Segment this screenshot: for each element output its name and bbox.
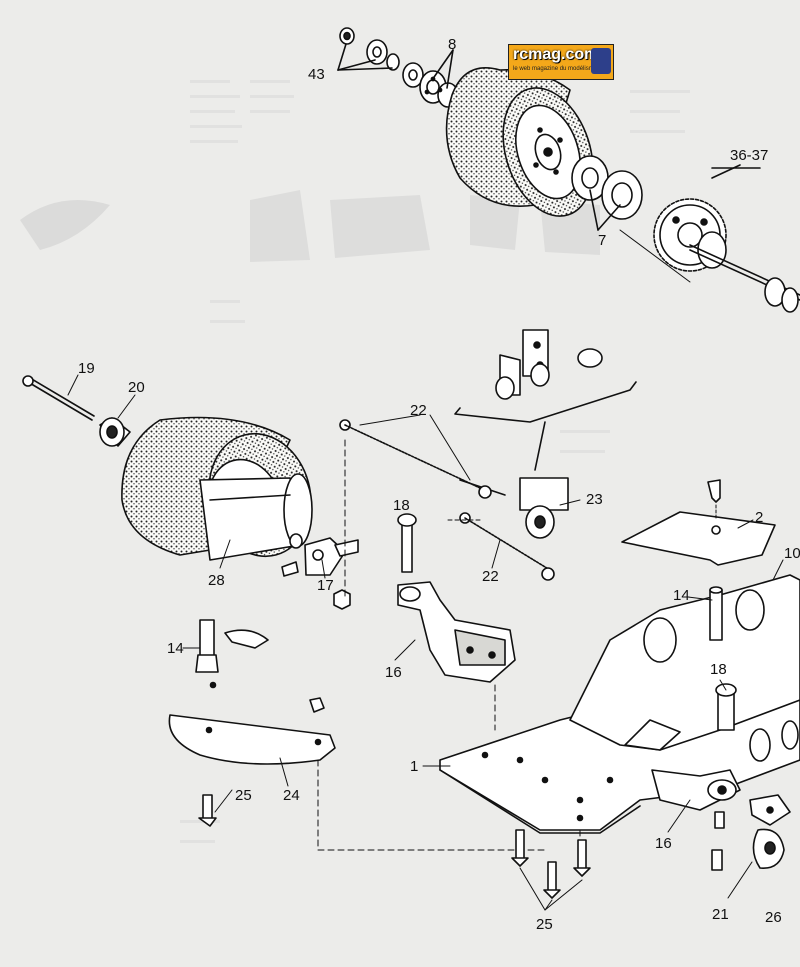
part-label: 10 — [784, 545, 800, 562]
part-label: 18 — [710, 661, 727, 678]
steering-knuckle-left — [397, 581, 516, 731]
kingpin-18 — [397, 513, 417, 573]
part-label: 7 — [598, 232, 607, 249]
rear-hub-washers — [571, 155, 643, 220]
part-label: 26 — [765, 909, 782, 926]
front-hub-parts — [281, 533, 359, 610]
background-print — [20, 80, 690, 843]
part-label: 18 — [393, 497, 410, 514]
small-parts-right — [711, 794, 791, 871]
front-wheel — [121, 416, 313, 561]
part-label: 25 — [536, 916, 553, 933]
bushing — [99, 417, 131, 447]
part-label: 23 — [586, 491, 603, 508]
part-label: 16 — [655, 835, 672, 852]
rear-wheel — [445, 66, 594, 217]
bracket-callout — [454, 329, 637, 471]
part-label: 43 — [308, 66, 325, 83]
part-label: 19 — [78, 360, 95, 377]
part-label: 16 — [385, 664, 402, 681]
watermark-tagline: le web magazine du modélisme — [513, 66, 598, 72]
part-label: 25 — [235, 787, 252, 804]
part-label: 17 — [317, 577, 334, 594]
chassis-side-frame — [569, 574, 800, 762]
part-label: 28 — [208, 572, 225, 589]
car-logo-icon — [591, 48, 611, 74]
part-label: 22 — [482, 568, 499, 585]
part-label: 36-37 — [730, 147, 769, 164]
rcmag-watermark: rcmag.com le web magazine du modélisme — [508, 44, 614, 80]
steering-knuckle-right — [651, 769, 741, 811]
screws-25 — [511, 829, 591, 899]
kingpin-18-right — [715, 683, 737, 731]
pin-14-right — [709, 586, 723, 641]
part-label: 2 — [755, 509, 764, 526]
spur-gear-and-axle — [653, 198, 800, 313]
part-label: 24 — [283, 787, 300, 804]
steering-rods — [339, 419, 569, 601]
part-label: 21 — [712, 906, 729, 923]
part-label: 22 — [410, 402, 427, 419]
part-label: 1 — [410, 758, 419, 775]
part-label: 8 — [448, 36, 457, 53]
watermark-site: rcmag.com — [513, 46, 599, 63]
part-label: 14 — [673, 587, 690, 604]
part-label: 14 — [167, 640, 184, 657]
part-label: 20 — [128, 379, 145, 396]
servo-plate-2 — [621, 479, 776, 566]
axle-bolt — [22, 375, 95, 421]
half-round-plate — [168, 619, 546, 851]
